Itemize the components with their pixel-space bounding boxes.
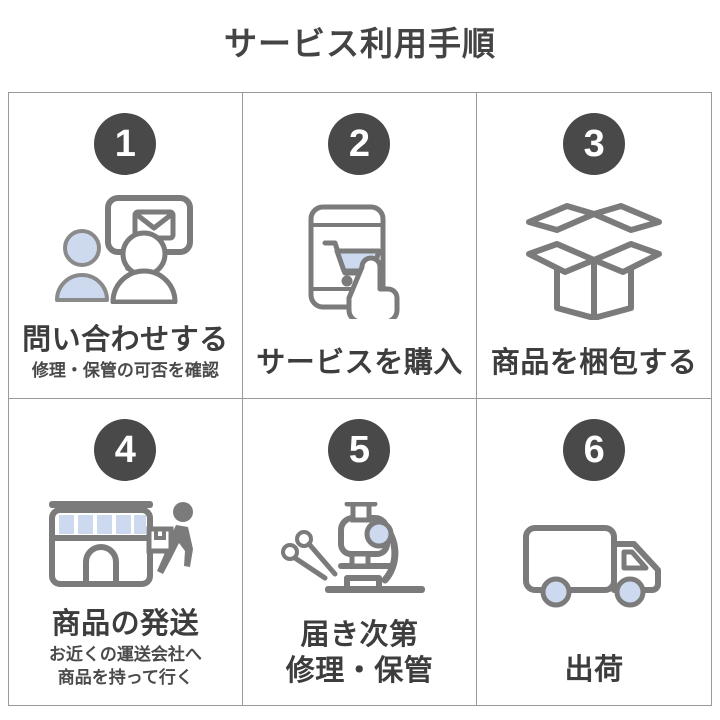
step-number-badge-3: 3: [563, 113, 626, 175]
step-sub-line: 修理・保管の可否を確認: [31, 361, 219, 380]
step-labels-4: 商品の発送 お近くの運送会社へ 商品を持って行く: [9, 605, 242, 705]
smartphone-cart-tap-icon: [243, 175, 477, 344]
step-cell-2: 2 サービスを購入: [242, 92, 478, 399]
step-cell-5: 5: [242, 399, 478, 706]
step-sub-line: 商品を持って行く: [57, 668, 193, 687]
step-labels-2: サービスを購入: [243, 344, 477, 398]
step-label-main-6: 出荷: [564, 654, 624, 686]
step-cell-4: 4: [8, 399, 243, 706]
delivery-truck-icon: [477, 481, 711, 651]
step-label-main-2: サービスを購入: [256, 347, 463, 379]
step-label-main-3: 商品を梱包する: [490, 347, 698, 379]
step-number-badge-6: 6: [563, 419, 626, 481]
step-cell-3: 3 商品を梱包する: [477, 92, 712, 399]
step-sub-line: お近くの運送会社へ: [48, 645, 202, 664]
contact-people-message-icon: [9, 175, 242, 321]
step-number-badge-2: 2: [328, 113, 391, 175]
step-cell-1: 1 問い合わせする 修理・: [8, 92, 243, 399]
step-labels-1: 問い合わせする 修理・保管の可否を確認: [9, 321, 242, 398]
step-labels-3: 商品を梱包する: [477, 344, 711, 398]
step-label-sub-1: 修理・保管の可否を確認: [9, 359, 242, 382]
step-labels-5: 届き次第 修理・保管: [243, 617, 477, 705]
step-number-badge-4: 4: [94, 419, 157, 481]
step-label-main-4: 商品の発送: [51, 608, 200, 640]
step-main-line: 修理・保管: [285, 655, 434, 687]
step-label-main-5: 届き次第 修理・保管: [243, 617, 477, 689]
microscope-tweezers-icon: [243, 481, 477, 617]
open-box-icon: [477, 175, 711, 344]
step-main-line: 届き次第: [300, 619, 419, 651]
step-number-badge-5: 5: [328, 419, 391, 481]
step-labels-6: 出荷: [477, 651, 711, 705]
shop-delivery-person-icon: [9, 481, 242, 605]
page-title: サービス利用手順: [224, 25, 496, 62]
steps-grid: 1 問い合わせする 修理・: [8, 92, 712, 706]
step-cell-6: 6 出荷: [477, 399, 712, 706]
step-label-main-1: 問い合わせする: [22, 324, 229, 356]
step-number-badge-1: 1: [94, 113, 157, 175]
step-label-sub-4: お近くの運送会社へ 商品を持って行く: [9, 643, 242, 689]
